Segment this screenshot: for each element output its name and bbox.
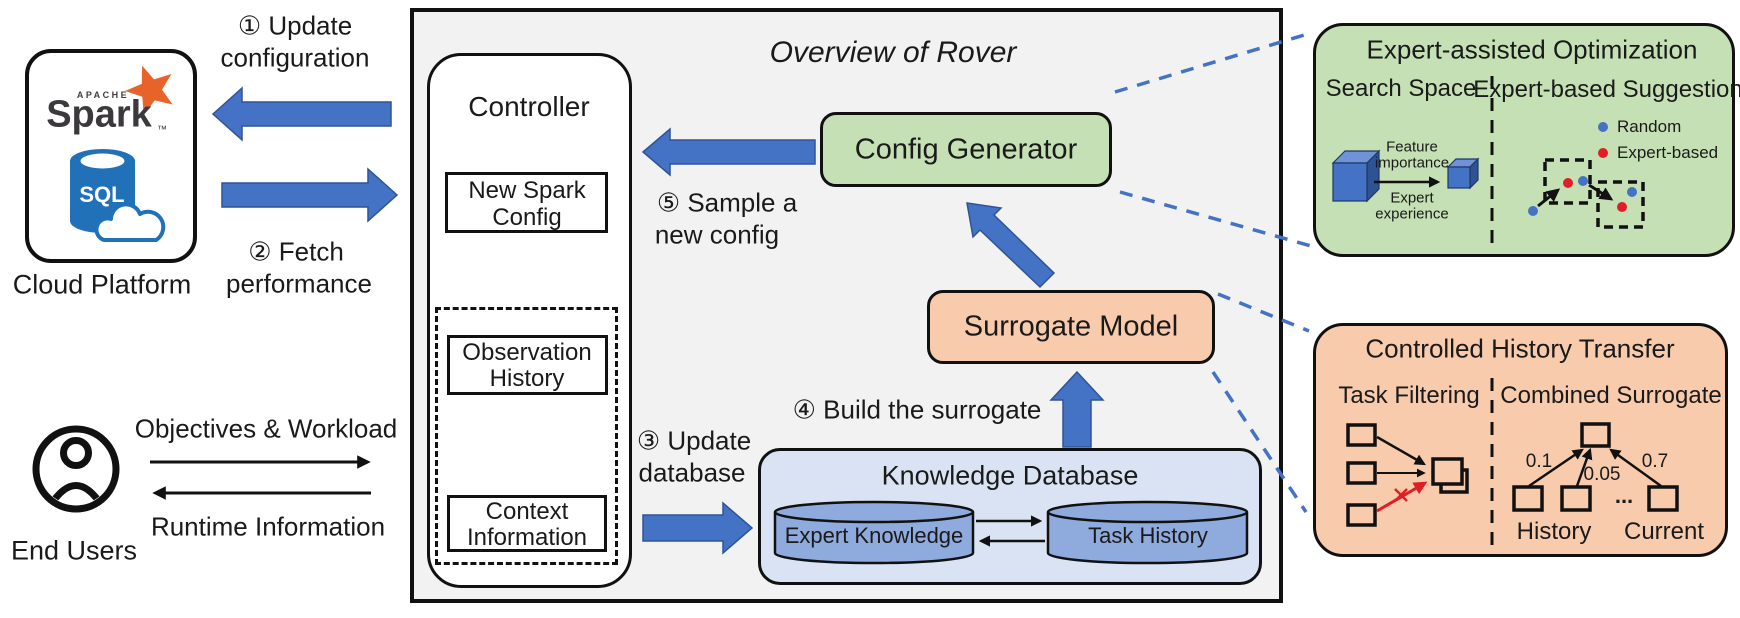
new-spark-config-line2: Config xyxy=(492,204,562,231)
weight-005-label: 0.05 xyxy=(1583,464,1621,485)
step1-line1: ① Update xyxy=(237,10,353,41)
spark-tm-mark: ™ xyxy=(157,124,167,136)
search-space-cubes xyxy=(1331,149,1480,203)
step2-line2: performance xyxy=(226,268,372,299)
expert-knowledge-cylinder xyxy=(773,500,975,565)
spark-wordmark: Spark xyxy=(46,93,152,136)
combined-surrogate-label: Combined Surrogate xyxy=(1500,382,1722,409)
observation-history-line2: History xyxy=(489,365,565,392)
arrow-fetch-performance xyxy=(221,167,399,223)
spark-apache-label: APACHE xyxy=(76,90,130,100)
cloud-icon xyxy=(94,202,166,242)
knowledge-database-title: Knowledge Database xyxy=(881,460,1139,491)
task-history-label: Task History xyxy=(1088,523,1208,548)
cylinder-exchange-arrows xyxy=(976,515,1045,547)
combined-surrogate-graphic xyxy=(1512,422,1679,512)
controller-dashed-group xyxy=(435,307,618,565)
callout-connector-lines xyxy=(1114,31,1312,513)
spark-star-icon xyxy=(125,65,173,115)
suggestion-scatter xyxy=(1528,158,1645,229)
history-transfer-title: Controlled History Transfer xyxy=(1365,333,1675,364)
weight-01-label: 0.1 xyxy=(1525,451,1553,472)
observation-history-line1: Observation xyxy=(462,339,592,366)
expert-experience-line2: experience xyxy=(1375,205,1449,223)
history-label: History xyxy=(1516,518,1592,545)
legend-random-label: Random xyxy=(1617,117,1682,136)
context-information-line2: Information xyxy=(466,524,588,551)
end-users-icon xyxy=(32,425,120,513)
expert-assisted-callout xyxy=(1313,23,1735,257)
surrogate-model-label: Surrogate Model xyxy=(963,310,1179,343)
expert-experience-line1: Expert xyxy=(1390,189,1434,207)
expert-suggestion-label: Expert-based Suggestion xyxy=(1473,76,1740,103)
surrogate-model-box xyxy=(927,290,1215,364)
step2-line1: ② Fetch xyxy=(248,236,344,267)
config-generator-label: Config Generator xyxy=(854,133,1078,166)
task-filtering-graphic xyxy=(1346,423,1469,527)
new-spark-config-box xyxy=(445,172,608,233)
arrow-sample-new-config xyxy=(641,127,816,177)
arrow-build-surrogate xyxy=(1049,370,1105,448)
feature-importance-line1: Feature xyxy=(1386,138,1438,156)
task-filtering-label: Task Filtering xyxy=(1338,382,1480,409)
legend-expert-label: Expert-based xyxy=(1617,143,1719,162)
context-information-box xyxy=(447,495,607,552)
controller-title: Controller xyxy=(468,91,590,122)
diagram-title: Overview of Rover xyxy=(769,36,1017,69)
step1-line2: configuration xyxy=(220,42,370,73)
arrow-update-configuration xyxy=(211,86,392,142)
context-information-line1: Context xyxy=(485,498,569,525)
expert-assisted-title: Expert-assisted Optimization xyxy=(1366,34,1698,65)
step5-line1: ⑤ Sample a xyxy=(656,187,798,218)
expert-knowledge-label: Expert Knowledge xyxy=(784,523,964,548)
weight-07-label: 0.7 xyxy=(1641,451,1669,472)
feature-importance-line2: importance xyxy=(1374,154,1450,172)
ellipsis-label: ... xyxy=(1614,483,1634,508)
arrow-update-database xyxy=(642,501,754,555)
arrow-surrogate-to-generator xyxy=(966,202,1056,289)
step4-label: ④ Build the surrogate xyxy=(792,394,1042,425)
cloud-platform-label: Cloud Platform xyxy=(12,269,192,300)
step3-line2: database xyxy=(638,457,746,488)
sql-label: SQL xyxy=(79,182,125,207)
step5-line2: new config xyxy=(654,219,780,250)
config-generator-box xyxy=(820,112,1112,187)
task-history-cylinder xyxy=(1046,500,1249,565)
search-space-label: Search Space xyxy=(1325,75,1477,102)
observation-history-box xyxy=(447,335,608,395)
end-users-label: End Users xyxy=(10,535,138,566)
step3-line1: ③ Update xyxy=(636,425,752,456)
new-spark-config-line1: New Spark xyxy=(468,177,586,204)
suggestion-legend-dots xyxy=(1598,122,1608,158)
objectives-workload-label: Objectives & Workload xyxy=(134,413,398,444)
current-label: Current xyxy=(1623,518,1705,545)
runtime-information-label: Runtime Information xyxy=(150,511,386,542)
